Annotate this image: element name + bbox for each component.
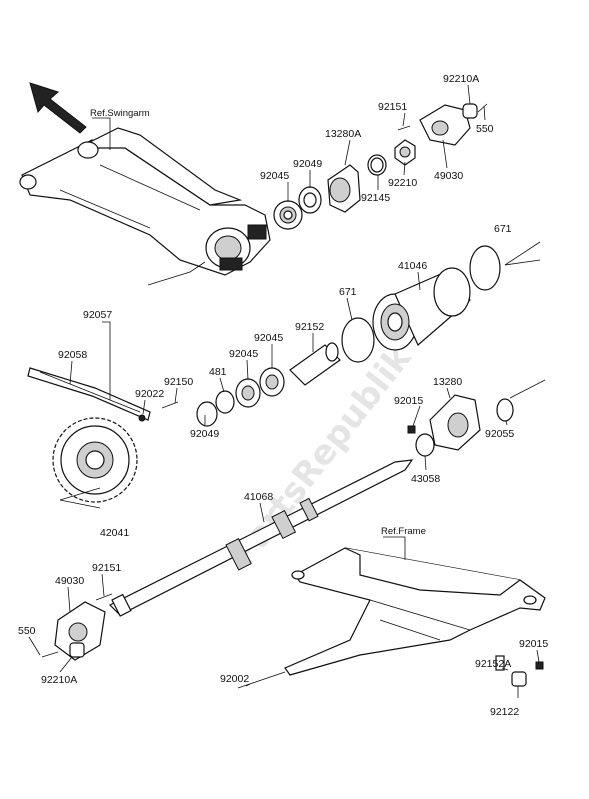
frame-illustration — [284, 547, 546, 676]
nut-92210A-left — [69, 642, 85, 658]
front-direction-arrow-icon — [29, 82, 87, 134]
hub-13280 — [429, 394, 481, 451]
bolt-92002 — [237, 671, 286, 689]
label-49030-top: 49030 — [434, 170, 463, 182]
hub-13280A — [327, 164, 361, 213]
swingarm-illustration — [19, 127, 271, 276]
label-41046: 41046 — [398, 260, 427, 272]
label-92151-top: 92151 — [378, 101, 407, 113]
label-92002: 92002 — [220, 673, 249, 685]
label-92045-mid-a: 92045 — [229, 348, 258, 360]
nut-92015-right — [407, 425, 416, 434]
bearing-92045-mid-a — [235, 378, 261, 408]
label-671-right: 671 — [494, 223, 512, 235]
carrier-41046 — [372, 267, 471, 351]
flange-49030-left — [54, 601, 106, 661]
label-92150: 92150 — [164, 376, 193, 388]
label-92152A: 92152A — [475, 658, 511, 670]
label-13280: 13280 — [433, 376, 462, 388]
ref-swingarm-label: Ref.Swingarm — [90, 108, 150, 119]
nut-92210A-top — [462, 103, 478, 119]
ref-frame-label: Ref.Frame — [381, 526, 426, 537]
collar-92152 — [289, 342, 341, 386]
collar-92152A — [495, 655, 505, 671]
label-481: 481 — [209, 366, 227, 378]
oring-92055 — [496, 398, 514, 422]
label-92151-left: 92151 — [92, 562, 121, 574]
label-550-top: 550 — [476, 123, 494, 135]
leader-lines — [28, 84, 546, 698]
label-92045-mid-b: 92045 — [254, 332, 283, 344]
label-92210A-left: 92210A — [41, 674, 77, 686]
label-92122: 92122 — [490, 706, 519, 718]
label-42041: 42041 — [100, 527, 129, 539]
label-92058: 92058 — [58, 349, 87, 361]
flange-49030-top — [419, 104, 471, 146]
bearing-92045-mid-b — [259, 367, 285, 397]
label-92022: 92022 — [135, 388, 164, 400]
label-92210: 92210 — [388, 177, 417, 189]
label-92152: 92152 — [295, 321, 324, 333]
pin-550-left — [41, 651, 59, 658]
oring-671-right — [469, 245, 501, 291]
chain-92057 — [27, 367, 151, 421]
seal-92049-top — [298, 186, 322, 214]
bearing-92045-top — [273, 200, 303, 230]
washer-92022 — [138, 414, 146, 422]
label-49030-left: 49030 — [55, 575, 84, 587]
sprocket-42041 — [52, 417, 138, 503]
oring-671-mid — [341, 317, 375, 363]
label-92049-top: 92049 — [293, 158, 322, 170]
bolt-92150 — [161, 401, 179, 409]
label-550-left: 550 — [18, 625, 36, 637]
label-92057: 92057 — [83, 309, 112, 321]
axle-41068 — [108, 459, 414, 617]
label-92015-low: 92015 — [519, 638, 548, 650]
label-92055: 92055 — [485, 428, 514, 440]
pin-550-top — [477, 103, 488, 113]
bolt-92151-top — [397, 125, 411, 131]
circlip-481 — [215, 390, 235, 414]
label-92015-right: 92015 — [394, 395, 423, 407]
seal-43058 — [415, 433, 435, 457]
label-92049-mid: 92049 — [190, 428, 219, 440]
label-92145: 92145 — [361, 192, 390, 204]
label-671-mid: 671 — [339, 286, 357, 298]
nut-92210 — [394, 139, 416, 166]
label-92210A-top: 92210A — [443, 73, 479, 85]
label-92045-top: 92045 — [260, 170, 289, 182]
bush-92122 — [511, 671, 527, 687]
label-43058: 43058 — [411, 473, 440, 485]
nut-92015-low — [535, 661, 544, 670]
seal-92049-mid — [196, 401, 218, 427]
label-13280A: 13280A — [325, 128, 361, 140]
circlip-92145 — [367, 154, 387, 176]
label-41068: 41068 — [244, 491, 273, 503]
bolt-92151-left — [95, 593, 113, 601]
